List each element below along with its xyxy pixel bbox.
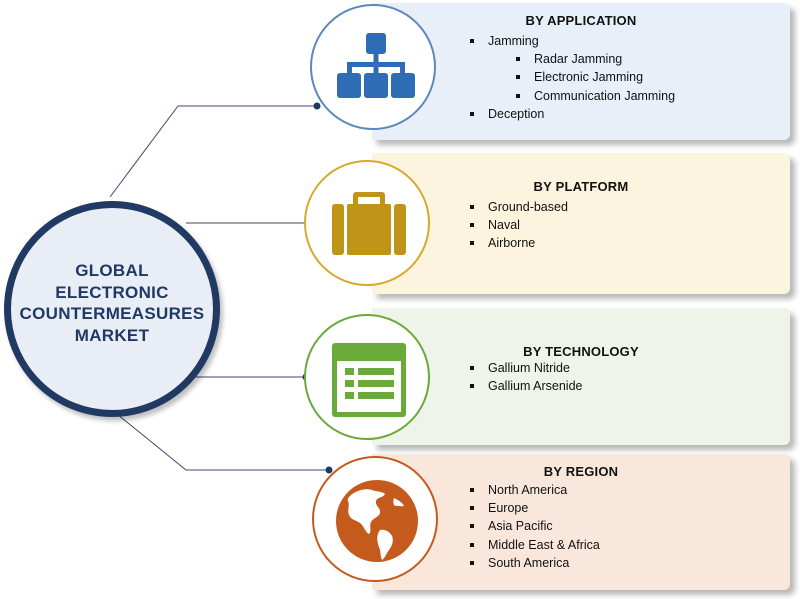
list-item: South America [470, 554, 600, 572]
list-item: Naval [470, 216, 568, 234]
item-list: Jamming Radar Jamming Electronic Jamming… [469, 32, 675, 123]
panel-application: BY APPLICATION Jamming Radar Jamming Ele… [372, 3, 790, 140]
list-item: Jamming Radar Jamming Electronic Jamming… [469, 32, 675, 105]
list-item: Airborne [470, 234, 568, 252]
briefcase-icon [332, 192, 406, 255]
panel-technology: BY TECHNOLOGY Gallium Nitride Gallium Ar… [372, 308, 790, 445]
globe-icon [336, 480, 418, 562]
list-item: Asia Pacific [470, 517, 600, 535]
ring-platform [304, 160, 430, 286]
panel-platform: BY PLATFORM Ground-based Naval Airborne [372, 153, 790, 294]
ring-region [312, 456, 438, 582]
panel-title: BY TECHNOLOGY [523, 344, 639, 359]
list-item: Gallium Arsenide [470, 377, 583, 395]
list-item: Radar Jamming [515, 50, 675, 68]
connector-dot-region [325, 466, 333, 474]
market-title: GLOBAL ELECTRONIC COUNTERMEASURES MARKET [19, 261, 205, 345]
list-item: Electronic Jamming [515, 68, 675, 86]
item-list: North America Europe Asia Pacific Middle… [470, 481, 600, 572]
item-list: Gallium Nitride Gallium Arsenide [470, 359, 583, 395]
list-item: Communication Jamming [515, 87, 675, 105]
ring-technology [304, 314, 430, 440]
list-item: Deception [469, 105, 675, 123]
list-item: Gallium Nitride [470, 359, 583, 377]
connector-dot-application [313, 102, 321, 110]
sub-list: Radar Jamming Electronic Jamming Communi… [515, 50, 675, 105]
list-item: Middle East & Africa [470, 536, 600, 554]
panel-region: BY REGION North America Europe Asia Paci… [372, 454, 790, 590]
connector-application [109, 105, 317, 198]
hierarchy-icon [337, 33, 415, 98]
panel-title: BY APPLICATION [525, 13, 637, 28]
ring-application [310, 4, 436, 130]
connector-region [111, 409, 329, 471]
list-item: Europe [470, 499, 600, 517]
panel-title: BY PLATFORM [533, 179, 629, 194]
list-item: Ground-based [470, 198, 568, 216]
market-hub: GLOBAL ELECTRONIC COUNTERMEASURES MARKET [4, 201, 220, 417]
list-icon [332, 343, 406, 417]
list-item: North America [470, 481, 600, 499]
item-list: Ground-based Naval Airborne [470, 198, 568, 253]
panel-title: BY REGION [543, 464, 619, 479]
